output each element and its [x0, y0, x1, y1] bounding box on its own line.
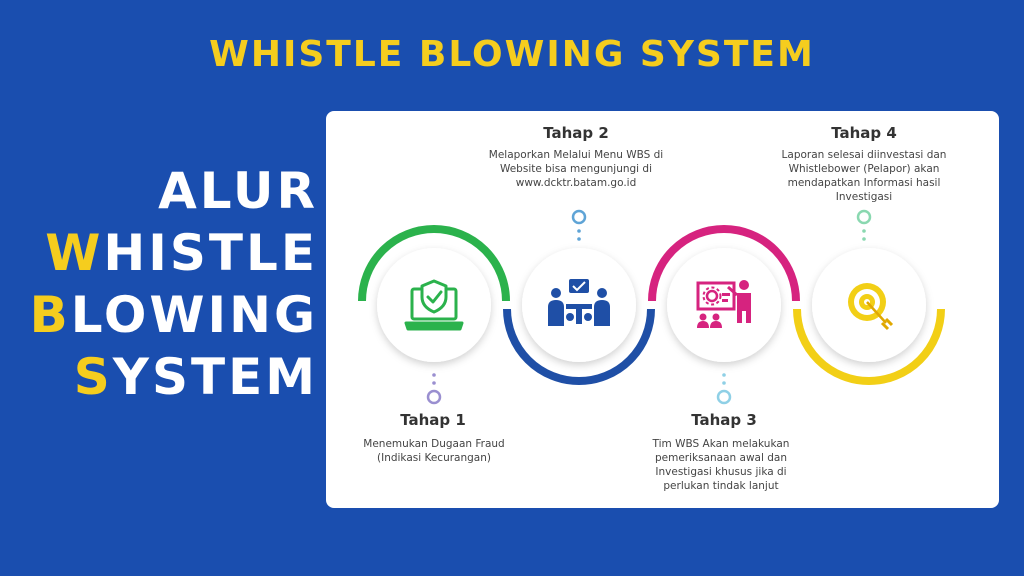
meeting-icon [548, 279, 610, 326]
laptop-shield-icon [404, 279, 464, 331]
step-1-heading: Tahap 1 [400, 411, 466, 429]
step-1-arc [358, 225, 510, 302]
side-title: ALUR WHISTLE BLOWING SYSTEM [30, 160, 318, 408]
side-title-line-4: SYSTEM [73, 348, 318, 406]
process-diagram [358, 209, 945, 405]
page-title: WHISTLE BLOWING SYSTEM [209, 34, 815, 75]
step-2-connector [571, 209, 587, 241]
step-3-circle [667, 248, 781, 362]
side-title-line-1: ALUR [158, 162, 318, 220]
step-4-arc [793, 308, 945, 385]
side-title-line-2: WHISTLE [45, 224, 318, 282]
step-1-description: Menemukan Dugaan Fraud(Indikasi Kecurang… [363, 438, 505, 464]
step-1-connector [426, 373, 442, 405]
step-4-heading: Tahap 4 [831, 124, 897, 142]
side-title-line-3: BLOWING [29, 286, 318, 344]
presentation-icon [696, 280, 751, 328]
step-2-arc [503, 308, 655, 385]
step-3-connector [716, 373, 732, 405]
step-3-arc [648, 225, 800, 302]
step-4-connector [856, 209, 872, 241]
step-2-heading: Tahap 2 [543, 124, 609, 142]
process-card: Tahap 1 Menemukan Dugaan Fraud(Indikasi … [326, 111, 999, 508]
target-icon [848, 283, 894, 331]
step-3-heading: Tahap 3 [691, 411, 757, 429]
